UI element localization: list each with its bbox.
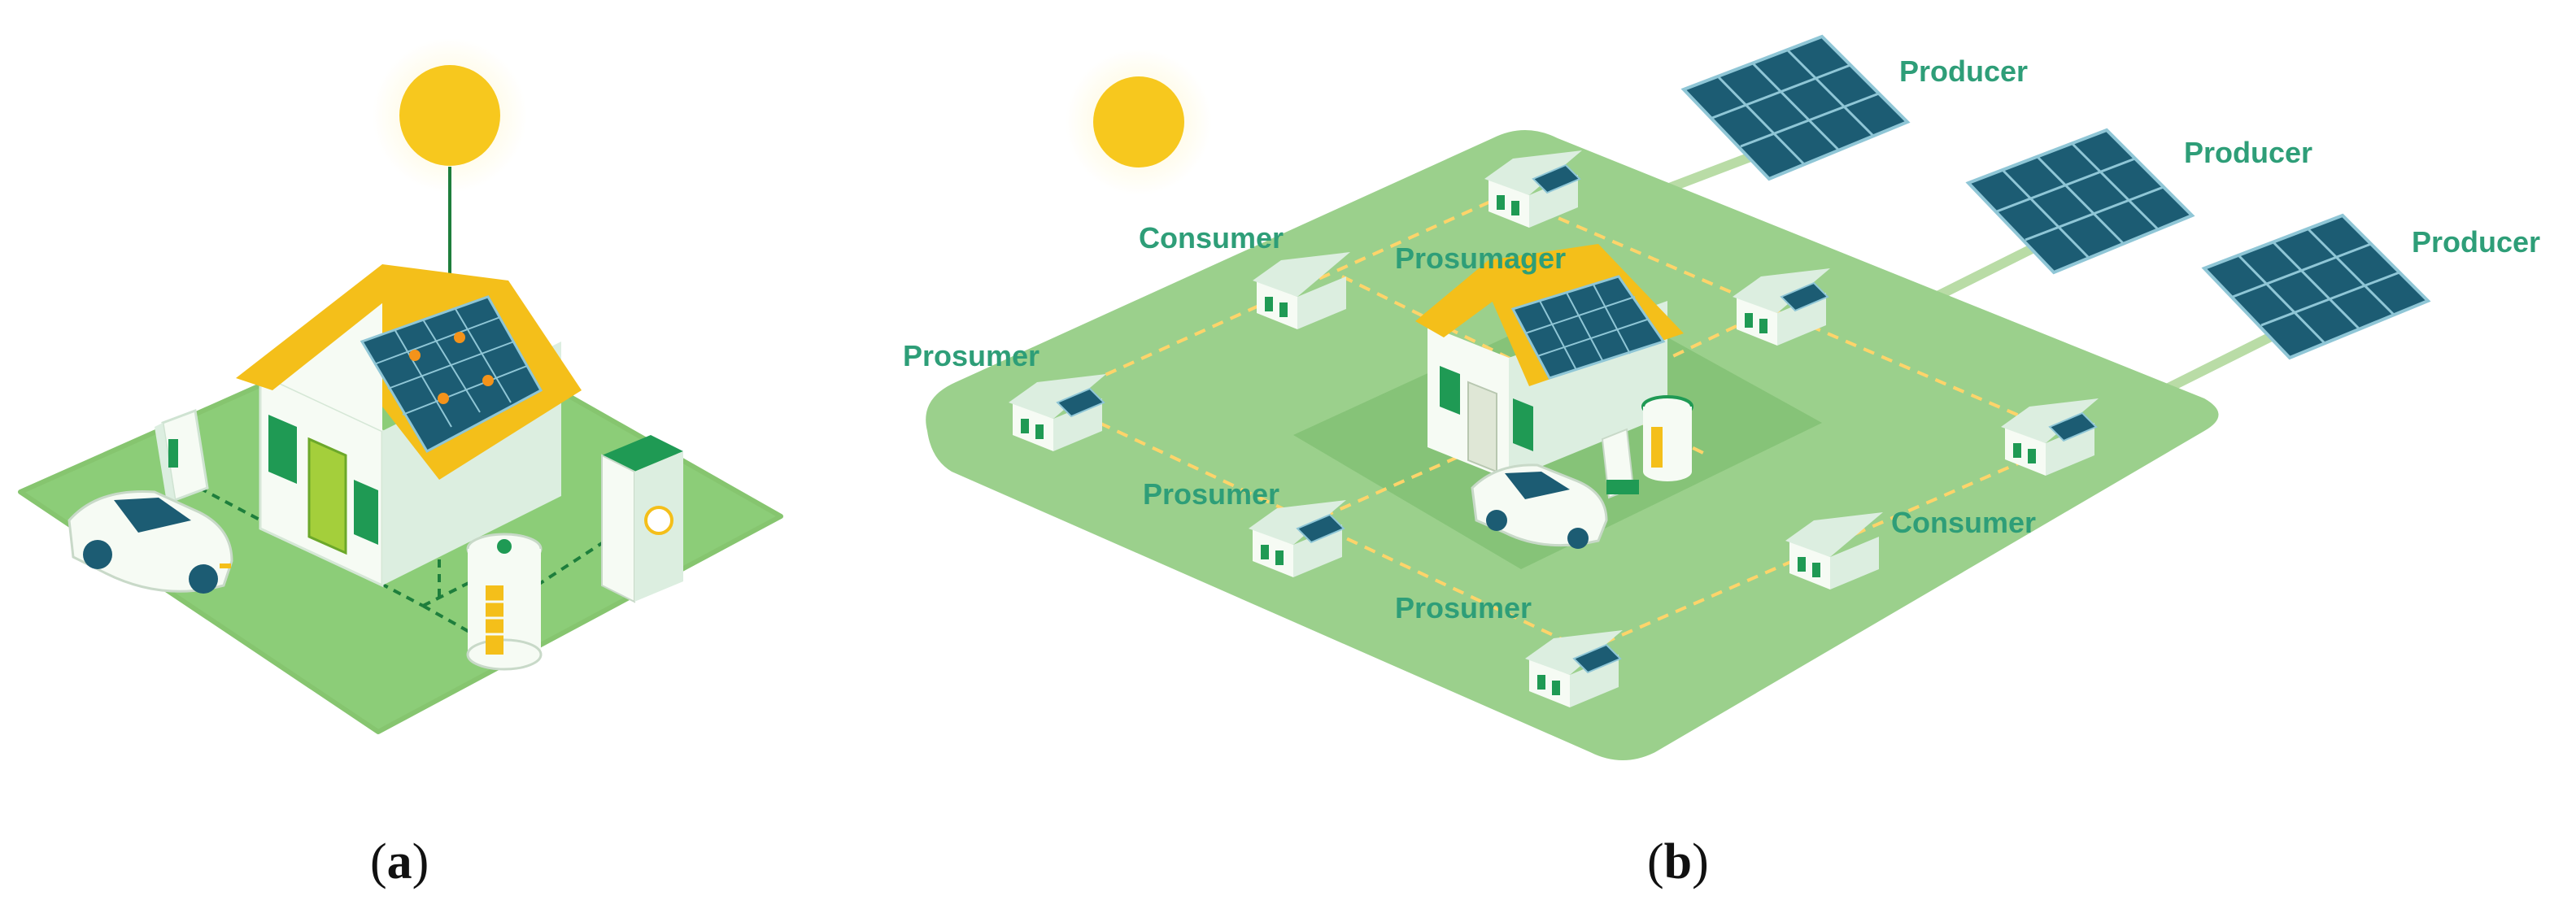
prosumager-battery-icon — [1641, 395, 1693, 481]
small-house-prosumer-left — [1009, 374, 1106, 451]
panel-b-label: (b) — [1647, 834, 1709, 890]
label-prosumager: Prosumager — [1395, 241, 1566, 275]
producer-array-1 — [1680, 34, 1911, 181]
small-house-prosumer-bottom — [1525, 630, 1623, 707]
producer-array-2 — [1965, 128, 2195, 275]
battery-icon — [466, 533, 543, 671]
prosumager-car-icon — [1471, 463, 1608, 549]
label-prosumer-2: Prosumer — [1143, 477, 1279, 511]
producer-array-3 — [2201, 213, 2431, 360]
house-icon — [236, 264, 582, 588]
panel-a: (a) — [18, 38, 783, 890]
panel-b: Producer Producer Producer Consumer Pros… — [903, 34, 2540, 890]
small-house-right-upper — [1733, 268, 1830, 346]
sun-icon — [373, 38, 527, 193]
ev-charger-icon — [155, 408, 209, 503]
label-producer-2: Producer — [2184, 136, 2312, 169]
prosumager-house-icon — [1415, 244, 1684, 480]
small-house-top — [1484, 150, 1582, 228]
label-prosumer-3: Prosumer — [1395, 591, 1532, 624]
small-house-prosumer-middle — [1249, 500, 1346, 577]
prosumager-charger-icon — [1601, 428, 1639, 499]
panel-a-label: (a) — [370, 834, 429, 890]
small-house-consumer-right — [1785, 512, 1883, 590]
small-house-right-middle — [2001, 398, 2099, 476]
label-producer-1: Producer — [1899, 54, 2028, 88]
label-producer-3: Producer — [2412, 225, 2540, 259]
sun-icon — [1066, 49, 1212, 195]
electric-car-icon — [68, 489, 233, 594]
small-house-consumer-left — [1253, 252, 1350, 329]
label-consumer-2: Consumer — [1891, 506, 2036, 539]
label-prosumer-1: Prosumer — [903, 339, 1040, 372]
inverter-icon — [601, 435, 683, 603]
label-consumer-1: Consumer — [1139, 221, 1284, 255]
